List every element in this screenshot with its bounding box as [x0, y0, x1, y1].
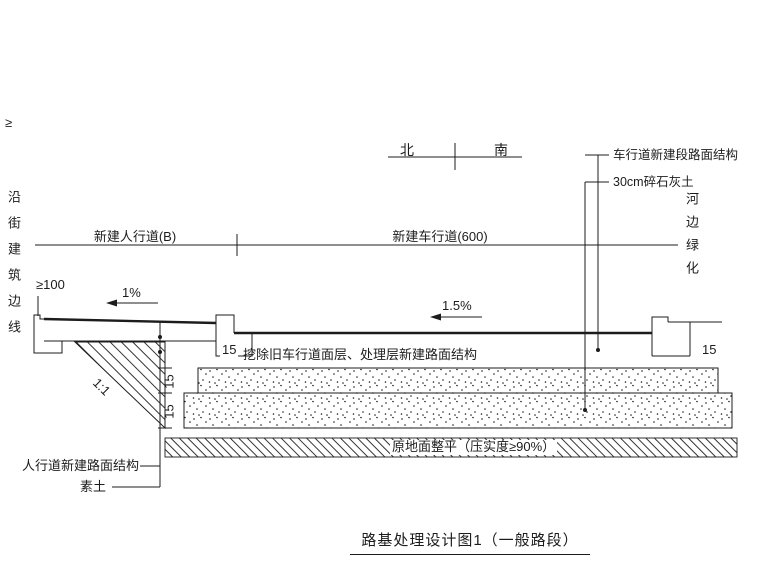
- leader-dot-pavement: [596, 348, 600, 352]
- subbase-layer-1: [197, 367, 719, 394]
- leader-dot-soil: [158, 350, 162, 354]
- riverside-green-label: 河边绿化: [683, 192, 699, 284]
- ground-note-label: 原地面整平（压实度≥90%）: [390, 439, 558, 455]
- left-curb: [33, 314, 63, 354]
- dim-15-curb-right: 15: [700, 342, 719, 358]
- sidewalk-span-label: 新建人行道(B): [93, 229, 177, 244]
- slope-1-5pct-arrowhead: [430, 313, 441, 321]
- fill-slope-triangle: [73, 341, 166, 430]
- corner-mark: ≥: [5, 115, 13, 130]
- gravel-lime-label: 30cm碎石灰土: [613, 175, 694, 189]
- compass-north-label: 北: [400, 142, 414, 158]
- dim-15-curb-left: 15: [220, 342, 239, 358]
- drawing-title: 路基处理设计图1（一般路段）: [350, 529, 590, 555]
- excavation-note-label: 挖除旧车行道面层、处理层新建路面结构: [243, 347, 478, 362]
- slope-1-5pct-label: 1.5%: [442, 298, 472, 313]
- min-clearance-label: ≥100: [36, 277, 65, 292]
- slope-1pct-label: 1%: [122, 285, 141, 300]
- pavement-structure-label: 车行道新建段路面结构: [613, 148, 739, 162]
- roadway-span-label: 新建车行道(600): [392, 229, 488, 244]
- leader-dot-gravel: [583, 408, 587, 412]
- road-right-curbstone: [651, 316, 669, 333]
- plain-soil-label: 素土: [80, 479, 107, 494]
- sidewalk-structure-label: 人行道新建路面结构: [22, 458, 140, 473]
- cross-section-linework: [33, 143, 738, 488]
- road-left-curbstone: [215, 314, 235, 333]
- leader-dots-and-arrows: [106, 299, 600, 412]
- dim-15-layer-1: 15: [161, 374, 177, 389]
- leader-dot-slab: [158, 335, 162, 339]
- street-building-line-label: 沿街建筑边线: [5, 190, 21, 346]
- sidewalk-slab-top: [43, 317, 217, 325]
- slope-1pct-arrowhead: [106, 299, 117, 307]
- subbase-layer-2: [183, 392, 733, 429]
- dim-15-layer-2: 15: [161, 404, 177, 419]
- compass-south-label: 南: [494, 142, 508, 158]
